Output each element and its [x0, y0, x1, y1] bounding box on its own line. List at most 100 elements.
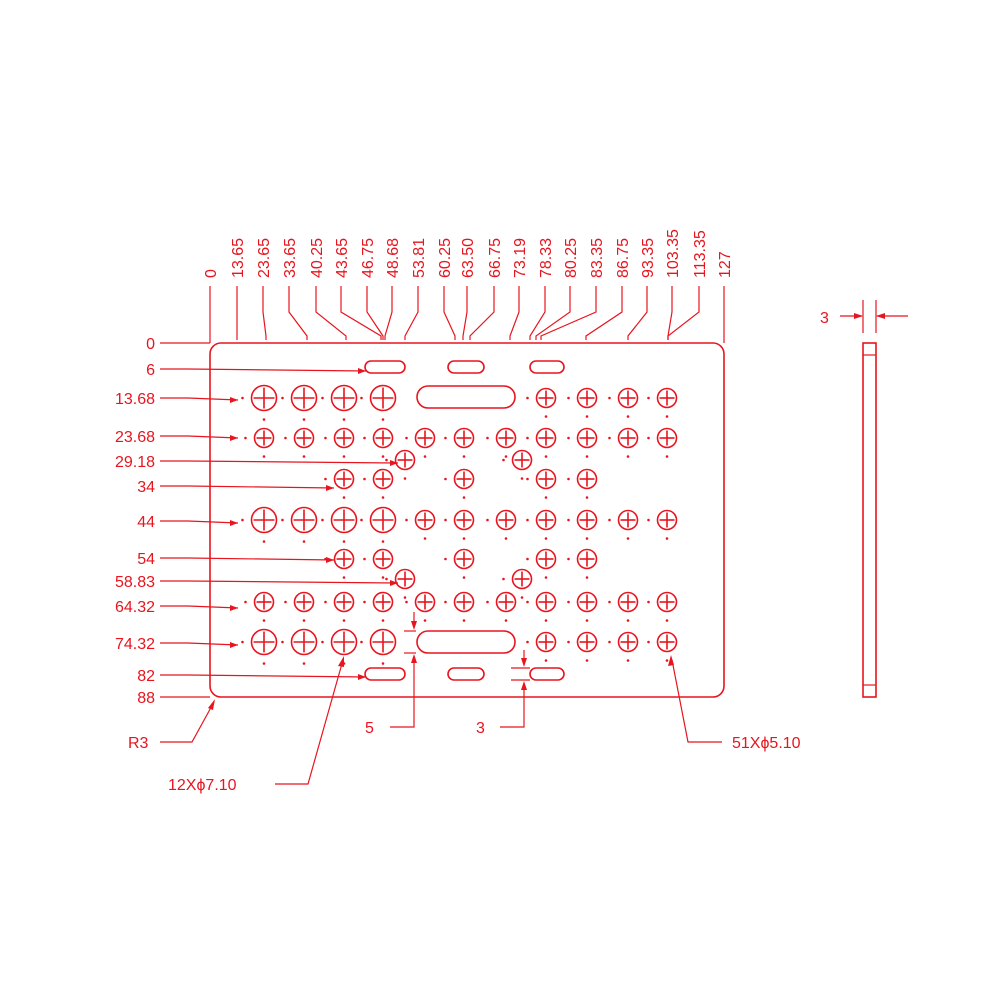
small-hole — [608, 387, 639, 418]
x-dimension-label: 46.75 — [360, 238, 377, 278]
slots — [364, 360, 565, 681]
x-dimension-label: 13.65 — [230, 238, 247, 278]
small-hole — [567, 468, 598, 499]
small-hole — [244, 591, 275, 622]
large-hole — [241, 628, 278, 665]
small-hole — [502, 568, 533, 599]
small-hole — [647, 387, 678, 418]
thickness-label: 3 — [820, 310, 829, 327]
x-dimension-label: 127 — [717, 251, 734, 278]
x-dimension-label: 60.25 — [437, 238, 454, 278]
small-hole — [324, 427, 355, 458]
x-dimension-label: 86.75 — [615, 238, 632, 278]
hole-pattern — [241, 384, 678, 665]
slot — [416, 630, 516, 654]
small-hole — [444, 468, 475, 499]
small-hole — [486, 509, 517, 540]
small-hole — [363, 548, 394, 579]
small-hole — [567, 631, 598, 662]
large-hole — [241, 384, 278, 421]
x-dimension-label: 43.65 — [334, 238, 351, 278]
x-dimension-label: 80.25 — [563, 238, 580, 278]
x-dimension-label: 103.35 — [665, 229, 682, 278]
left-dimension-labels: 0613.6823.6829.1834445458.8364.3274.3282… — [115, 336, 399, 707]
small-hole — [567, 591, 598, 622]
small-hole — [647, 591, 678, 622]
large-hole — [321, 506, 358, 543]
small-hole — [526, 591, 557, 622]
small-hole — [444, 591, 475, 622]
small-hole — [244, 427, 275, 458]
small-hole — [526, 509, 557, 540]
y-dimension-label: 34 — [137, 479, 155, 496]
small-hole — [647, 427, 678, 458]
small-hole — [567, 427, 598, 458]
small-hole — [324, 591, 355, 622]
x-dimension-label: 83.35 — [589, 238, 606, 278]
slot — [529, 360, 565, 374]
side-view: 3 — [820, 300, 908, 698]
y-dimension-label: 54 — [137, 551, 155, 568]
side-view-outline — [862, 342, 877, 698]
x-dimension-label: 40.25 — [309, 238, 326, 278]
small-hole — [363, 591, 394, 622]
small-hole — [526, 468, 557, 499]
y-dimension-label: 58.83 — [115, 574, 155, 591]
y-dimension-label: 88 — [137, 690, 155, 707]
x-dimension-label: 73.19 — [512, 238, 529, 278]
small-hole — [444, 427, 475, 458]
small-hole — [608, 427, 639, 458]
y-dimension-label: 64.32 — [115, 599, 155, 616]
small-hole — [647, 509, 678, 540]
small-hole — [526, 387, 557, 418]
small-hole — [608, 591, 639, 622]
y-dimension-label: 13.68 — [115, 391, 155, 408]
y-dimension-label: 44 — [137, 514, 155, 531]
slot-width-label: 5 — [365, 720, 374, 737]
small-hole — [567, 548, 598, 579]
slot — [416, 385, 516, 409]
large-hole — [321, 384, 358, 421]
small-hole — [385, 449, 416, 480]
radius-label: R3 — [128, 735, 149, 752]
y-dimension-label: 82 — [137, 668, 155, 685]
small-hole — [526, 631, 557, 662]
x-dimension-label: 0 — [203, 269, 220, 278]
large-hole — [281, 384, 318, 421]
small-hole — [567, 387, 598, 418]
large-hole — [321, 628, 358, 665]
small-hole — [324, 468, 355, 499]
large-hole — [360, 506, 397, 543]
small-hole — [324, 548, 355, 579]
large-holes-label: 12Xϕ7.10 — [168, 777, 237, 794]
plate-outline — [209, 342, 725, 698]
y-dimension-label: 0 — [146, 336, 155, 353]
large-hole — [241, 506, 278, 543]
small-hole — [363, 468, 394, 499]
small-hole — [608, 509, 639, 540]
large-hole — [360, 384, 397, 421]
small-holes-label: 51Xϕ5.10 — [732, 735, 801, 752]
small-hole — [486, 427, 517, 458]
small-hole — [405, 591, 436, 622]
small-hole — [502, 449, 533, 480]
small-hole — [405, 427, 436, 458]
small-hole — [526, 427, 557, 458]
small-hole — [284, 427, 315, 458]
slot — [364, 667, 406, 681]
small-hole — [405, 509, 436, 540]
x-dimension-label: 23.65 — [256, 238, 273, 278]
small-hole — [567, 509, 598, 540]
small-hole — [363, 427, 394, 458]
slot — [529, 667, 565, 681]
small-hole — [284, 591, 315, 622]
x-dimension-label: 66.75 — [487, 238, 504, 278]
y-dimension-label: 74.32 — [115, 636, 155, 653]
small-hole — [647, 631, 678, 662]
small-hole — [608, 631, 639, 662]
small-hole — [444, 509, 475, 540]
x-dimension-label: 63.50 — [460, 238, 477, 278]
x-dimension-label: 113.35 — [692, 230, 709, 278]
